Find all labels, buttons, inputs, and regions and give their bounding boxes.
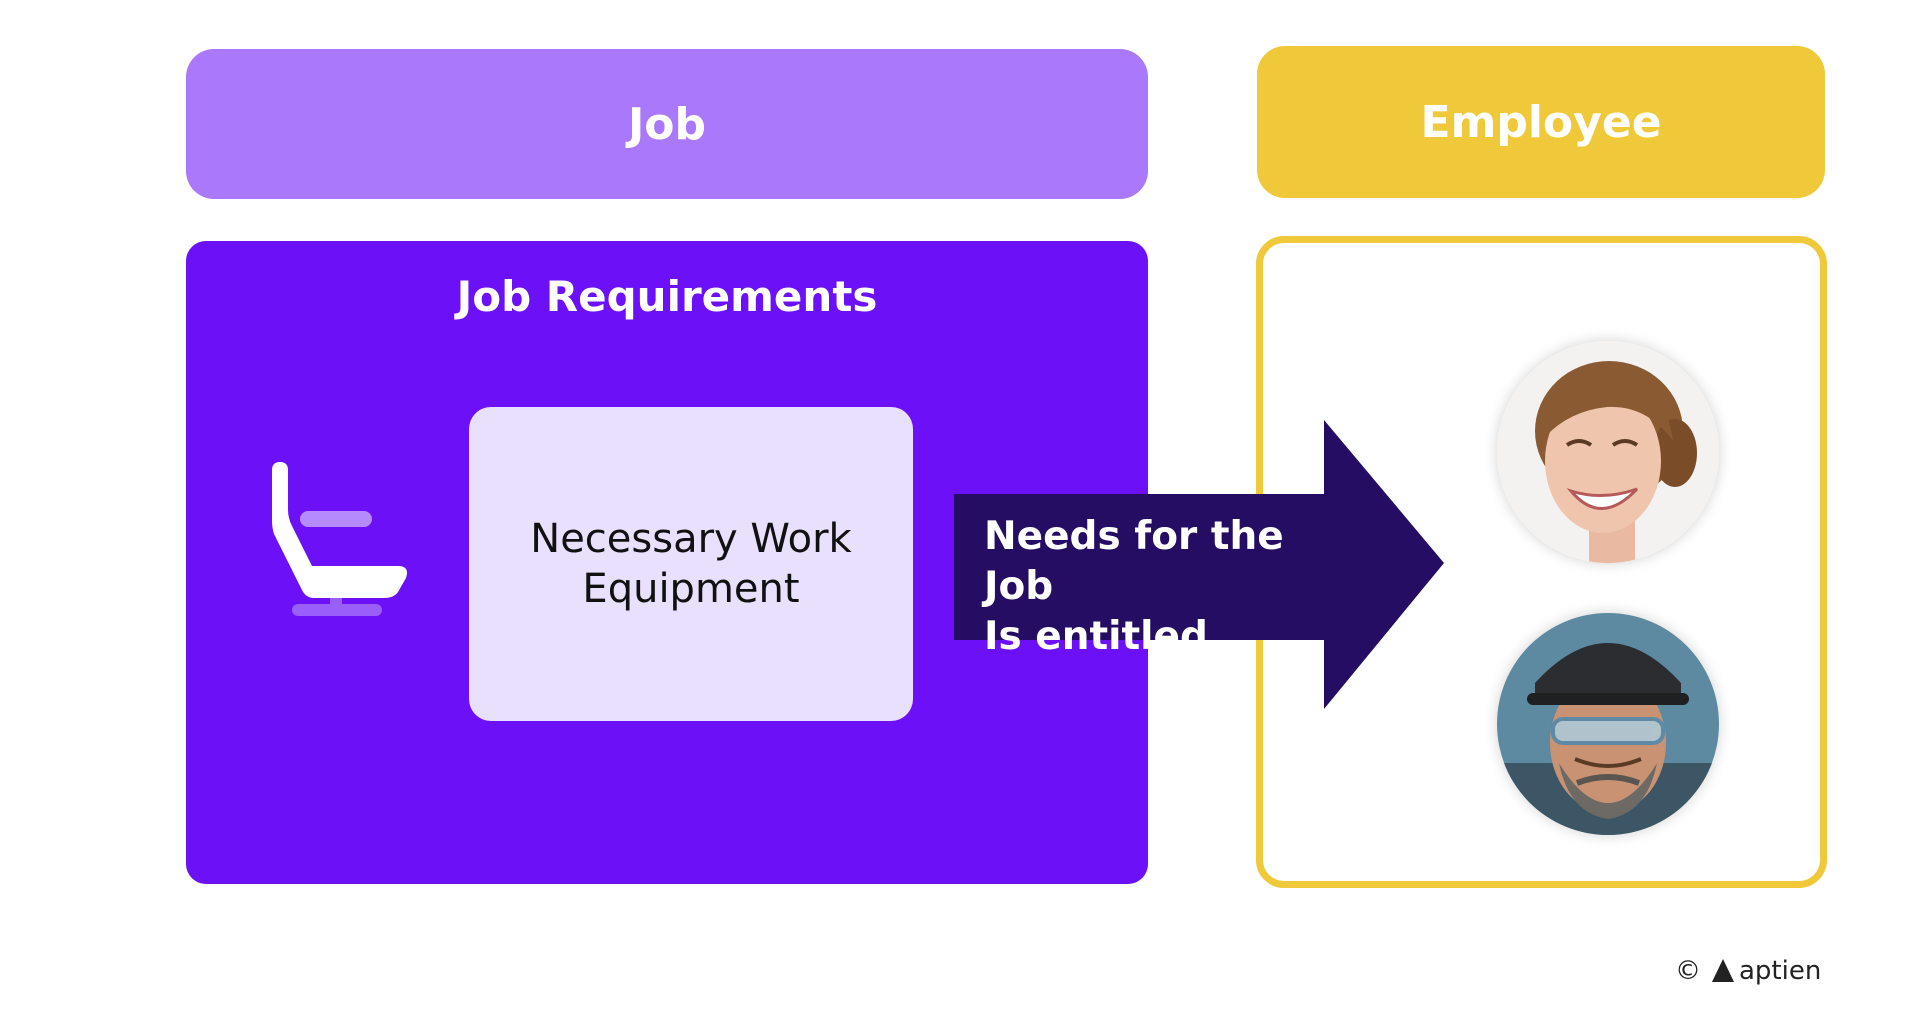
entitlement-arrow <box>954 420 1444 715</box>
aptien-logo-icon <box>1712 959 1734 982</box>
necessary-work-equipment-card: Necessary Work Equipment <box>469 407 913 721</box>
worker-with-hard-hat-avatar <box>1497 613 1719 835</box>
equipment-label-line2: Equipment <box>582 566 800 612</box>
copyright-symbol: © <box>1675 956 1701 986</box>
footer-copyright: © aptien <box>1675 951 1821 991</box>
smiling-woman-avatar <box>1497 341 1719 563</box>
employee-title: Employee <box>1420 96 1662 148</box>
job-title: Job <box>627 98 707 150</box>
aptien-logo: aptien <box>1711 956 1821 986</box>
brand-name: aptien <box>1739 956 1822 986</box>
employee-header: Employee <box>1257 46 1825 198</box>
job-requirements-title: Job Requirements <box>456 272 878 321</box>
arrow-label-line1: Needs for the Job <box>984 514 1284 609</box>
arrow-label-line2: Is entitled <box>984 614 1208 659</box>
job-header: Job <box>186 49 1148 199</box>
equipment-label-line1: Necessary Work <box>530 516 852 562</box>
arrow-label: Needs for the Job Is entitled <box>984 512 1344 662</box>
chair-icon <box>262 456 412 616</box>
